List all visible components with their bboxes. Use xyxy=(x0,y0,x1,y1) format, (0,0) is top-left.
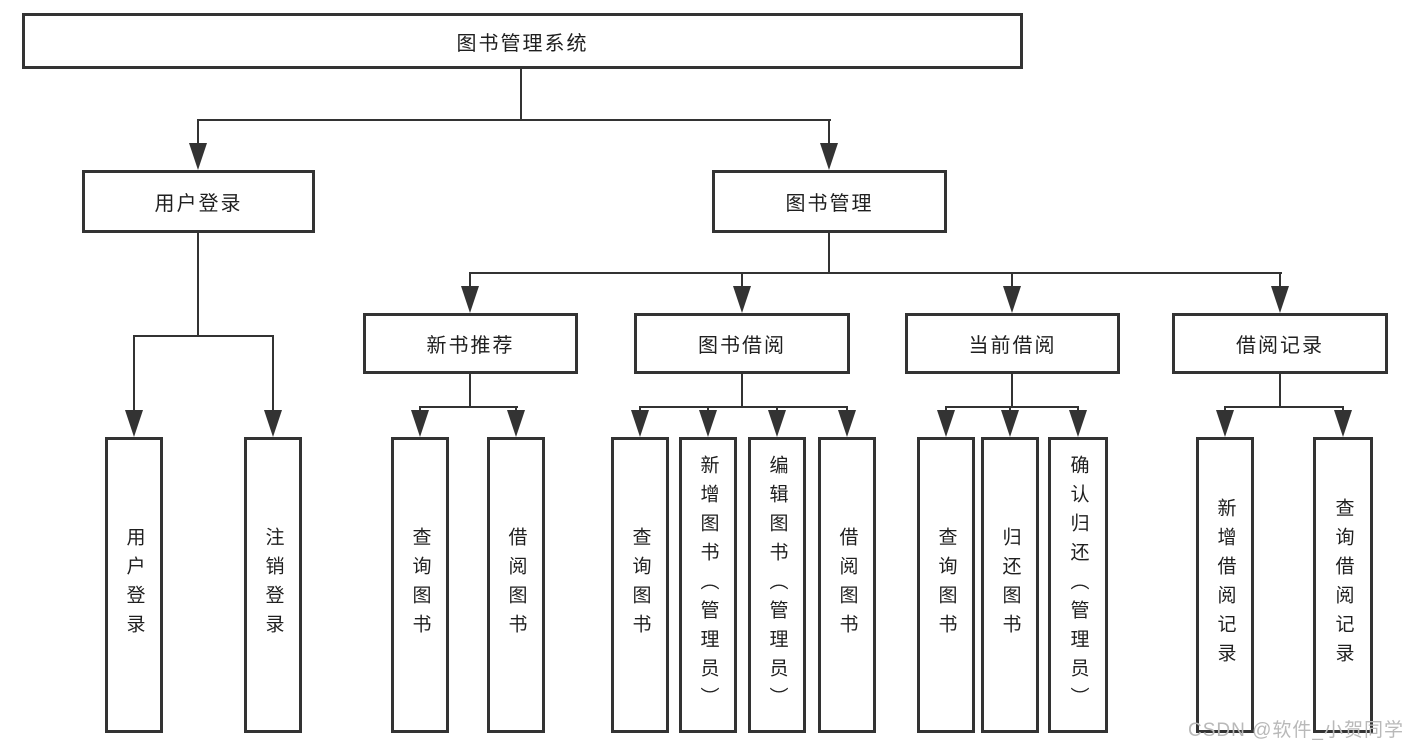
connector-vline xyxy=(1011,374,1013,407)
leaf-borrow-books-newbooks: 借阅图书 xyxy=(487,437,545,733)
leaf-confirm-return-admin-label: 确认归还（管理员） xyxy=(1067,454,1089,716)
node-borrow-records-label: 借阅记录 xyxy=(1236,335,1324,357)
leaf-confirm-return-admin: 确认归还（管理员） xyxy=(1048,437,1108,733)
node-book-management-label: 图书管理 xyxy=(785,193,874,215)
leaf-query-borrow-record-label: 查询借阅记录 xyxy=(1332,498,1354,672)
connector-hline xyxy=(197,119,831,121)
node-new-book-recommend: 新书推荐 xyxy=(363,313,578,374)
leaf-add-borrow-record: 新增借阅记录 xyxy=(1196,437,1254,733)
arrowhead-down xyxy=(125,410,143,437)
arrowhead-down xyxy=(1271,286,1289,313)
connector-vline xyxy=(515,406,517,413)
connector-vline xyxy=(639,406,641,413)
leaf-query-books-borrow-label: 查询图书 xyxy=(629,527,651,643)
node-user-login-label: 用户登录 xyxy=(154,193,243,215)
connector-vline xyxy=(846,406,848,413)
arrowhead-down xyxy=(189,143,207,170)
node-book-borrow-label: 图书借阅 xyxy=(698,335,786,357)
arrowhead-down xyxy=(631,410,649,437)
node-book-management: 图书管理 xyxy=(712,170,947,233)
connector-vline xyxy=(741,374,743,407)
leaf-borrow-books-newbooks-label: 借阅图书 xyxy=(505,527,527,643)
arrowhead-down xyxy=(937,410,955,437)
connector-vline xyxy=(945,406,947,413)
leaf-user-login: 用户登录 xyxy=(105,437,163,733)
connector-vline xyxy=(469,272,471,288)
node-user-login: 用户登录 xyxy=(82,170,315,233)
connector-vline xyxy=(1224,406,1226,413)
leaf-query-books-newbooks-label: 查询图书 xyxy=(409,527,431,643)
connector-vline xyxy=(1009,406,1011,413)
connector-hline xyxy=(945,406,1079,408)
connector-vline xyxy=(197,233,199,336)
leaf-add-books-admin: 新增图书（管理员） xyxy=(679,437,737,733)
connector-vline xyxy=(1342,406,1344,413)
connector-vline xyxy=(520,69,522,120)
arrowhead-down xyxy=(1003,286,1021,313)
arrowhead-down xyxy=(1001,410,1019,437)
arrowhead-down xyxy=(264,410,282,437)
arrowhead-down xyxy=(1216,410,1234,437)
node-current-borrow-label: 当前借阅 xyxy=(968,335,1057,357)
arrowhead-down xyxy=(768,410,786,437)
connector-hline xyxy=(419,406,518,408)
arrowhead-down xyxy=(820,143,838,170)
leaf-edit-books-admin-label: 编辑图书（管理员） xyxy=(766,454,788,716)
node-current-borrow: 当前借阅 xyxy=(905,313,1120,374)
arrowhead-down xyxy=(699,410,717,437)
node-book-borrow: 图书借阅 xyxy=(634,313,850,374)
leaf-edit-books-admin: 编辑图书（管理员） xyxy=(748,437,806,733)
arrowhead-down xyxy=(838,410,856,437)
connector-hline xyxy=(469,272,1282,274)
connector-hline xyxy=(1224,406,1344,408)
leaf-add-borrow-record-label: 新增借阅记录 xyxy=(1214,498,1236,672)
arrowhead-down xyxy=(507,410,525,437)
node-new-book-recommend-label: 新书推荐 xyxy=(426,335,515,357)
csdn-watermark: CSDN @软件_小贺同学 xyxy=(1188,720,1404,741)
arrowhead-down xyxy=(733,286,751,313)
connector-vline xyxy=(1279,272,1281,288)
leaf-logout-label: 注销登录 xyxy=(262,527,284,643)
leaf-borrow-books-borrow: 借阅图书 xyxy=(818,437,876,733)
leaf-return-books-label: 归还图书 xyxy=(999,527,1021,643)
connector-vline xyxy=(419,406,421,413)
connector-vline xyxy=(741,272,743,288)
leaf-user-login-label: 用户登录 xyxy=(123,527,145,643)
arrowhead-down xyxy=(1069,410,1087,437)
leaf-borrow-books-borrow-label: 借阅图书 xyxy=(836,527,858,643)
leaf-query-books-borrow: 查询图书 xyxy=(611,437,669,733)
node-borrow-records: 借阅记录 xyxy=(1172,313,1388,374)
connector-vline xyxy=(1077,406,1079,413)
arrowhead-down xyxy=(461,286,479,313)
leaf-add-books-admin-label: 新增图书（管理员） xyxy=(697,454,719,716)
connector-vline xyxy=(272,335,274,411)
connector-vline xyxy=(1011,272,1013,288)
connector-vline xyxy=(1279,374,1281,407)
connector-vline xyxy=(469,374,471,407)
connector-vline xyxy=(197,119,199,144)
leaf-query-borrow-record: 查询借阅记录 xyxy=(1313,437,1373,733)
connector-vline xyxy=(776,406,778,413)
leaf-query-books-current-label: 查询图书 xyxy=(935,527,957,643)
arrowhead-down xyxy=(411,410,429,437)
leaf-query-books-newbooks: 查询图书 xyxy=(391,437,449,733)
arrowhead-down xyxy=(1334,410,1352,437)
connector-vline xyxy=(133,335,135,411)
node-library-system-label: 图书管理系统 xyxy=(456,32,589,55)
connector-vline xyxy=(707,406,709,413)
connector-vline xyxy=(828,233,830,273)
leaf-return-books: 归还图书 xyxy=(981,437,1039,733)
leaf-query-books-current: 查询图书 xyxy=(917,437,975,733)
leaf-logout: 注销登录 xyxy=(244,437,302,733)
connector-hline xyxy=(133,335,274,337)
connector-vline xyxy=(828,119,830,144)
node-library-system: 图书管理系统 xyxy=(22,13,1023,69)
connector-hline xyxy=(639,406,848,408)
